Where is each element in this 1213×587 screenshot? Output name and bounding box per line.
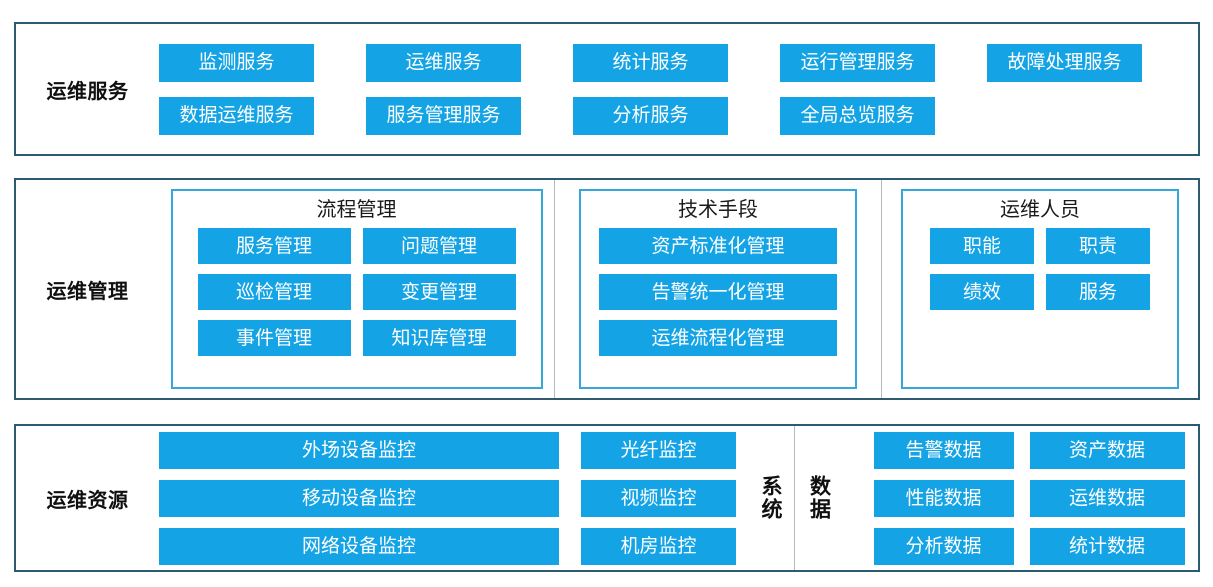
chip-ops-process-management[interactable]: 运维流程化管理	[599, 320, 837, 356]
chip-operation-management-service[interactable]: 运行管理服务	[780, 43, 935, 82]
services-column-2: 运维服务 服务管理服务	[366, 43, 521, 135]
section-body-operations-services: 监测服务 数据运维服务 运维服务 服务管理服务 统计服务 分析服务 运行管理服务…	[159, 24, 1198, 154]
chip-ops-data[interactable]: 运维数据	[1029, 479, 1185, 517]
panel-title-process-management: 流程管理	[316, 199, 397, 221]
chip-equipment-room-monitoring[interactable]: 机房监控	[581, 527, 736, 565]
chip-inspection-management[interactable]: 巡检管理	[197, 274, 351, 310]
chip-monitoring-service[interactable]: 监测服务	[159, 43, 314, 82]
panel-process-management: 流程管理 服务管理 问题管理 巡检管理 变更管理 事件管理 知识库管理	[170, 189, 543, 389]
chip-analysis-data[interactable]: 分析数据	[873, 527, 1014, 565]
chip-fiber-monitoring[interactable]: 光纤监控	[581, 431, 736, 469]
panel-title-operations-personnel: 运维人员	[1000, 199, 1080, 221]
section-operations-management: 运维管理 流程管理 服务管理 问题管理 巡检管理 变更管理 事件管理 知识库管理	[14, 178, 1200, 400]
section-body-operations-management: 流程管理 服务管理 问题管理 巡检管理 变更管理 事件管理 知识库管理 技术手段	[159, 180, 1198, 398]
section-operations-resources: 运维资源 外场设备监控 移动设备监控 网络设备监控 光纤监控 视频监控 机房监控…	[14, 424, 1200, 572]
chip-alarm-data[interactable]: 告警数据	[873, 431, 1014, 469]
section-label-operations-management: 运维管理	[46, 280, 129, 303]
vertical-label-data: 数据	[794, 426, 842, 570]
chip-change-management[interactable]: 变更管理	[362, 274, 516, 310]
services-column-3: 统计服务 分析服务	[573, 43, 728, 135]
manage-cell-personnel: 运维人员 职能 职责 绩效 服务	[881, 180, 1198, 398]
chip-function[interactable]: 职能	[930, 228, 1034, 264]
resource-column-monitoring: 光纤监控 视频监控 机房监控	[571, 426, 746, 570]
services-column-1: 监测服务 数据运维服务	[159, 43, 314, 135]
manage-cell-technical: 技术手段 资产标准化管理 告警统一化管理 运维流程化管理	[554, 180, 881, 398]
chip-field-equipment-monitoring[interactable]: 外场设备监控	[159, 431, 559, 469]
resource-column-equipment: 外场设备监控 移动设备监控 网络设备监控	[159, 426, 571, 570]
chip-performance[interactable]: 绩效	[930, 274, 1034, 310]
chip-video-monitoring[interactable]: 视频监控	[581, 479, 736, 517]
panel-grid-process-management: 服务管理 问题管理 巡检管理 变更管理 事件管理 知识库管理	[187, 228, 527, 356]
services-chip-grid: 监测服务 数据运维服务 运维服务 服务管理服务 统计服务 分析服务 运行管理服务…	[159, 43, 1142, 135]
chip-alarm-unification-management[interactable]: 告警统一化管理	[599, 274, 837, 310]
services-column-5: 故障处理服务	[987, 43, 1142, 135]
section-operations-services: 运维服务 监测服务 数据运维服务 运维服务 服务管理服务 统计服务 分析服务 运…	[14, 22, 1200, 156]
chip-asset-data[interactable]: 资产数据	[1029, 431, 1185, 469]
panel-title-technical-means: 技术手段	[678, 199, 758, 221]
chip-performance-data[interactable]: 性能数据	[873, 479, 1014, 517]
chip-incident-management[interactable]: 事件管理	[197, 320, 351, 356]
chip-service-management[interactable]: 服务管理	[197, 228, 351, 264]
chip-asset-standardization-management[interactable]: 资产标准化管理	[599, 228, 837, 264]
chip-problem-management[interactable]: 问题管理	[362, 228, 516, 264]
chip-data-ops-service[interactable]: 数据运维服务	[159, 96, 314, 135]
chip-network-equipment-monitoring[interactable]: 网络设备监控	[159, 527, 559, 565]
panel-operations-personnel: 运维人员 职能 职责 绩效 服务	[901, 189, 1179, 389]
resource-data-grid: 告警数据 资产数据 性能数据 运维数据 分析数据 统计数据	[842, 426, 1198, 570]
chip-global-overview-service[interactable]: 全局总览服务	[780, 96, 935, 135]
chip-statistics-service[interactable]: 统计服务	[573, 43, 728, 82]
chip-analysis-service[interactable]: 分析服务	[573, 96, 728, 135]
chip-ops-service[interactable]: 运维服务	[366, 43, 521, 82]
chip-service-management-service[interactable]: 服务管理服务	[366, 96, 521, 135]
section-body-operations-resources: 外场设备监控 移动设备监控 网络设备监控 光纤监控 视频监控 机房监控 系统 数…	[159, 426, 1198, 570]
chip-fault-handling-service[interactable]: 故障处理服务	[987, 43, 1142, 82]
vertical-label-system: 系统	[759, 475, 782, 521]
section-label-operations-services: 运维服务	[46, 80, 129, 103]
panel-technical-means: 技术手段 资产标准化管理 告警统一化管理 运维流程化管理	[579, 189, 857, 389]
chip-statistics-data[interactable]: 统计数据	[1029, 527, 1185, 565]
chip-responsibility[interactable]: 职责	[1046, 228, 1150, 264]
services-column-4: 运行管理服务 全局总览服务	[780, 43, 935, 135]
chip-knowledge-base-management[interactable]: 知识库管理	[362, 320, 516, 356]
panel-grid-operations-personnel: 职能 职责 绩效 服务	[917, 228, 1163, 310]
manage-cell-process: 流程管理 服务管理 问题管理 巡检管理 变更管理 事件管理 知识库管理	[159, 180, 554, 398]
panel-grid-technical-means: 资产标准化管理 告警统一化管理 运维流程化管理	[595, 228, 841, 356]
chip-service[interactable]: 服务	[1046, 274, 1150, 310]
chip-mobile-equipment-monitoring[interactable]: 移动设备监控	[159, 479, 559, 517]
section-label-operations-resources: 运维资源	[46, 489, 129, 512]
